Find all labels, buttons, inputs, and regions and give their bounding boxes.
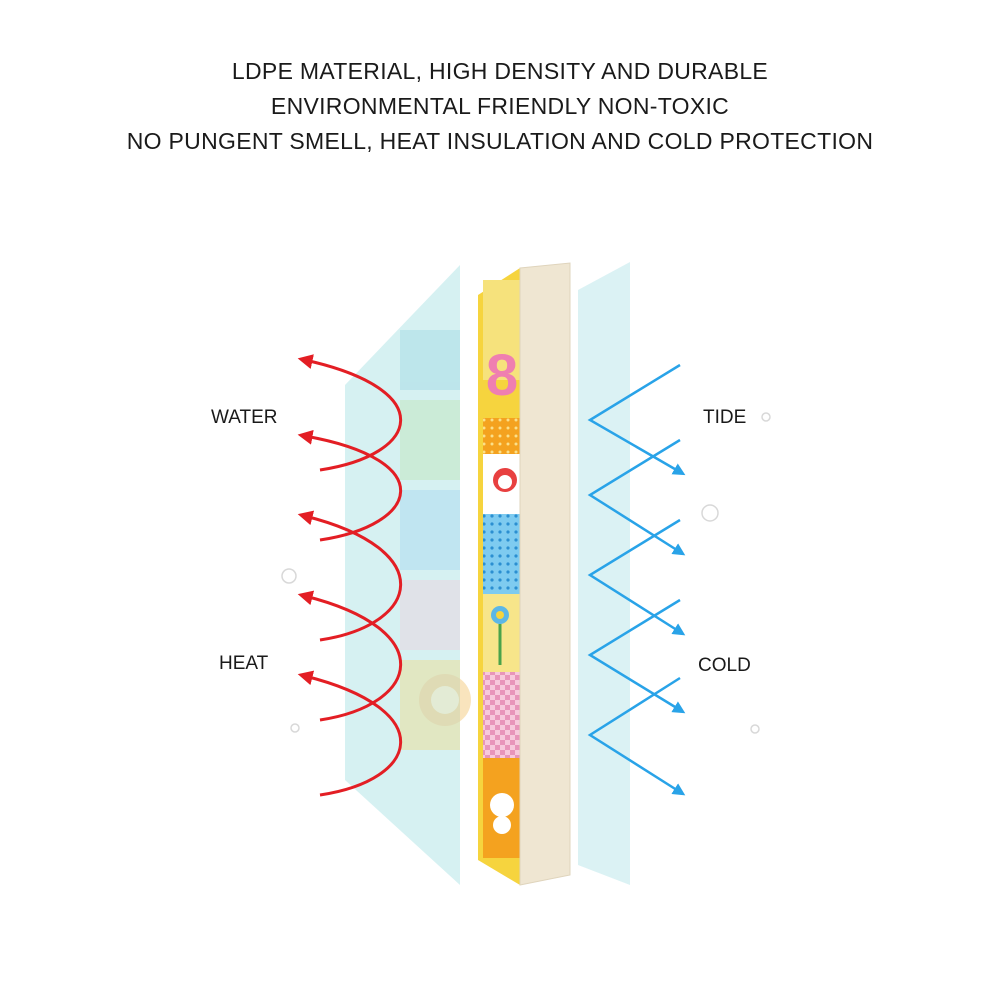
heat-arrow-1 bbox=[297, 354, 403, 472]
back-film-layer bbox=[345, 265, 460, 885]
cold-arrow-5 bbox=[587, 676, 686, 796]
tile-blue-dots bbox=[483, 514, 520, 594]
headline-line-2: ENVIRONMENTAL FRIENDLY NON-TOXIC bbox=[270, 93, 730, 119]
foam-core-layer bbox=[519, 262, 571, 886]
headline-line-1: LDPE MATERIAL, HIGH DENSITY AND DURABLE bbox=[231, 58, 769, 84]
heat-arrow-5 bbox=[297, 670, 403, 797]
tile-pink-check bbox=[483, 672, 520, 758]
heat-arrow-4 bbox=[297, 590, 403, 722]
cold-arrows bbox=[587, 363, 686, 796]
tile-number-8-glyph: 8 bbox=[486, 343, 518, 408]
cold-arrow-4 bbox=[587, 598, 686, 714]
cold-arrow-2 bbox=[587, 438, 686, 556]
cold-arrow-3 bbox=[587, 518, 686, 636]
label-heat: HEAT bbox=[219, 653, 269, 674]
decorative-bubbles bbox=[281, 412, 771, 734]
front-film-layer bbox=[578, 262, 630, 885]
cold-arrow-1 bbox=[587, 363, 686, 476]
tile-number-8 bbox=[483, 280, 520, 380]
label-cold: COLD bbox=[698, 655, 751, 676]
label-water: WATER bbox=[211, 407, 278, 428]
heat-arrows bbox=[297, 354, 403, 797]
label-tide: TIDE bbox=[703, 407, 747, 428]
headline-line-3: NO PUNGENT SMELL, HEAT INSULATION AND CO… bbox=[126, 128, 874, 154]
mat-print-back bbox=[400, 330, 471, 750]
tile-orange-dots bbox=[483, 418, 520, 454]
heat-arrow-3 bbox=[297, 510, 403, 642]
